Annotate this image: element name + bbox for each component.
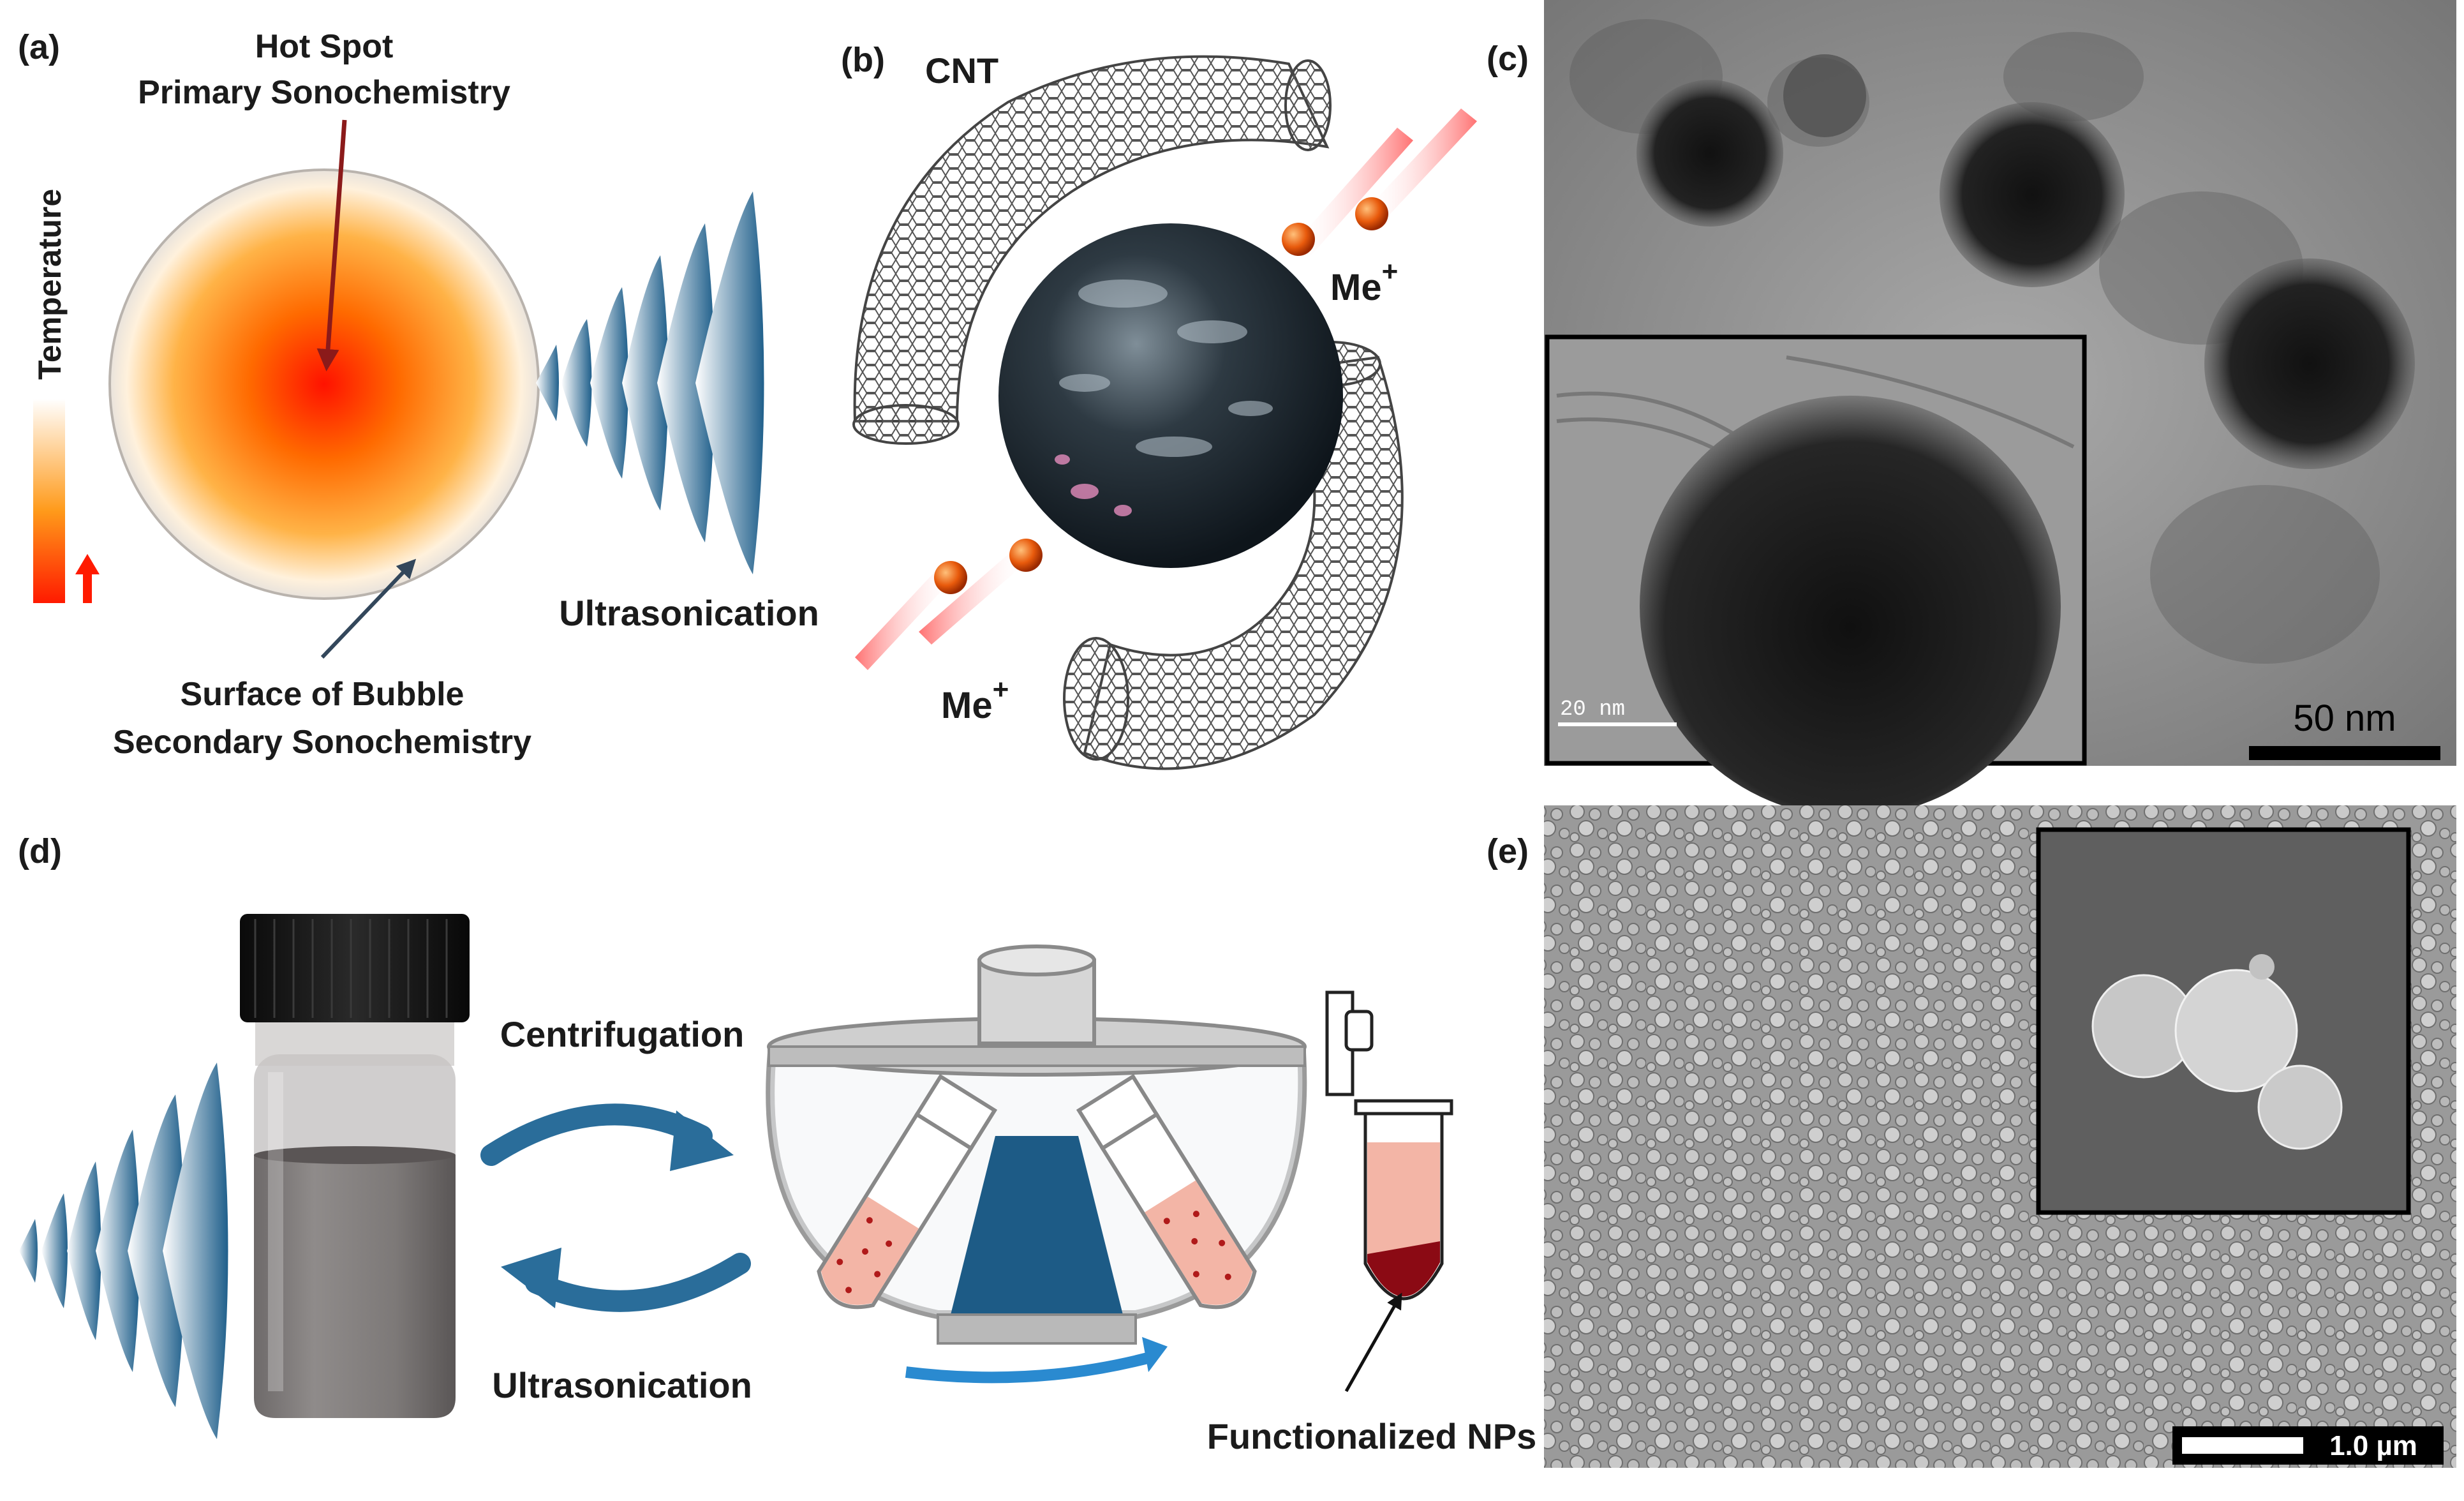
panel-e: (e) 1.0 µm (1487, 805, 2456, 1468)
tem-particle (1783, 54, 1866, 137)
tem-scale-label: 50 nm (2293, 698, 2396, 739)
nanoparticle-sphere (998, 223, 1343, 568)
test-tube-icon (817, 1073, 998, 1310)
temperature-label: Temperature (32, 189, 68, 380)
secondary-sonochemistry-label: Secondary Sonochemistry (113, 724, 531, 761)
pellet-arrow-icon (1344, 1292, 1402, 1393)
panel-a: (a) Temperature Hot Spot Primary Sonoche… (18, 28, 819, 761)
sphere-pink-spots (1055, 454, 1132, 516)
panel-c-letter: (c) (1487, 40, 1529, 78)
curved-arrow-icon (525, 1253, 751, 1312)
sem-inset (2036, 827, 2411, 1215)
ultrasonication-label-a: Ultrasonication (559, 593, 819, 633)
sem-scale-bar (2182, 1437, 2303, 1454)
sem-scale-label: 1.0 µm (2329, 1430, 2417, 1461)
temperature-up-arrow-icon (75, 554, 100, 603)
panel-a-letter: (a) (18, 28, 60, 66)
surface-label: Surface of Bubble (181, 676, 464, 713)
primary-sonochemistry-label: Primary Sonochemistry (138, 74, 510, 111)
curved-arrow-head-icon (501, 1248, 561, 1308)
tem-particle (2204, 258, 2415, 469)
panel-d-letter: (d) (18, 832, 62, 870)
vial-cap (240, 914, 470, 1022)
carbon-nanotube-icon (852, 55, 1332, 445)
temperature-bar (33, 399, 65, 603)
functionalized-nps-label: Functionalized NPs (1207, 1416, 1537, 1456)
metal-ion-icon (1282, 108, 1477, 256)
curved-arrow-icon (480, 1103, 713, 1166)
ultrasonication-label-d: Ultrasonication (492, 1365, 752, 1405)
centrifuge-icon (766, 945, 1307, 1384)
panel-d: (d) (18, 832, 1536, 1456)
curved-arrow-head-icon (670, 1110, 734, 1171)
sound-wave-icon (536, 191, 764, 574)
sphere-highlights (1059, 280, 1273, 457)
ion-label-lower: Me+ (941, 674, 1009, 726)
test-tube-icon (1325, 990, 1453, 1301)
panel-c: (c) 20 nm 50 nm (1487, 0, 2456, 817)
tem-particle (1636, 80, 1783, 227)
hot-spot-label: Hot Spot (255, 28, 394, 65)
test-tube-icon (1076, 1073, 1257, 1310)
centrifugation-label: Centrifugation (500, 1014, 745, 1054)
vial-icon (240, 914, 470, 1418)
ion-label-upper: Me+ (1330, 256, 1398, 308)
cnt-label: CNT (925, 50, 998, 91)
metal-ion-icon (855, 539, 1043, 670)
tem-particle (1940, 102, 2125, 287)
panel-b-letter: (b) (841, 41, 885, 79)
sound-wave-icon (19, 1063, 228, 1439)
panel-b: (b) CNT (841, 41, 1477, 770)
panel-e-letter: (e) (1487, 832, 1529, 870)
inset-scale-label: 20 nm (1560, 698, 1625, 722)
cavitation-bubble (108, 168, 540, 600)
hot-spot-arrow-icon (316, 119, 347, 371)
surface-arrow-icon (320, 558, 417, 659)
tem-inset: 20 nm (1545, 334, 2087, 817)
